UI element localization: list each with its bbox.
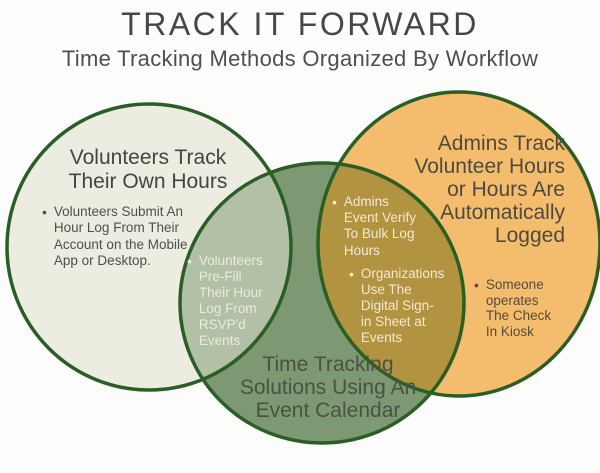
bullet-dot: • xyxy=(349,266,354,282)
page-title: TRACK IT FORWARD xyxy=(121,6,479,42)
volunteers-submit-bullet: • Volunteers Submit An Hour Log From The… xyxy=(42,204,207,270)
bullet-dot: • xyxy=(42,204,47,220)
event-verify-bullet: • Admins Event Verify To Bulk Log Hours xyxy=(332,194,440,259)
bullet-dot: • xyxy=(187,253,192,269)
prefill-rsvp-bullet: • Volunteers Pre-Fill Their Hour Log Fro… xyxy=(187,253,299,349)
volunteers-circle-border xyxy=(5,102,293,392)
admins-circle-heading: Admins Track Volunteer Hours or Hours Ar… xyxy=(414,132,565,248)
prefill-rsvp-text: Volunteers Pre-Fill Their Hour Log From … xyxy=(198,253,263,348)
check-in-kiosk-bullet: • Someone operates The Check In Kiosk xyxy=(474,277,566,339)
event-calendar-circle-border xyxy=(178,161,466,445)
digital-signin-text: Organizations Use The Digital Sign- in S… xyxy=(360,266,445,345)
check-in-kiosk-text: Someone operates The Check In Kiosk xyxy=(485,277,552,339)
admins-circle-border xyxy=(316,90,600,398)
event-calendar-circle-heading: Time Tracking Solutions Using An Event C… xyxy=(239,353,417,423)
bullet-dot: • xyxy=(332,194,337,210)
digital-signin-bullet: • Organizations Use The Digital Sign- in… xyxy=(349,266,461,346)
volunteers-submit-text: Volunteers Submit An Hour Log From Their… xyxy=(53,204,188,269)
event-verify-text: Admins Event Verify To Bulk Log Hours xyxy=(343,194,416,258)
bullet-dot: • xyxy=(474,277,479,293)
volunteers-circle-heading: Volunteers Track Their Own Hours xyxy=(68,146,228,193)
page-subtitle: Time Tracking Methods Organized By Workf… xyxy=(61,46,539,71)
